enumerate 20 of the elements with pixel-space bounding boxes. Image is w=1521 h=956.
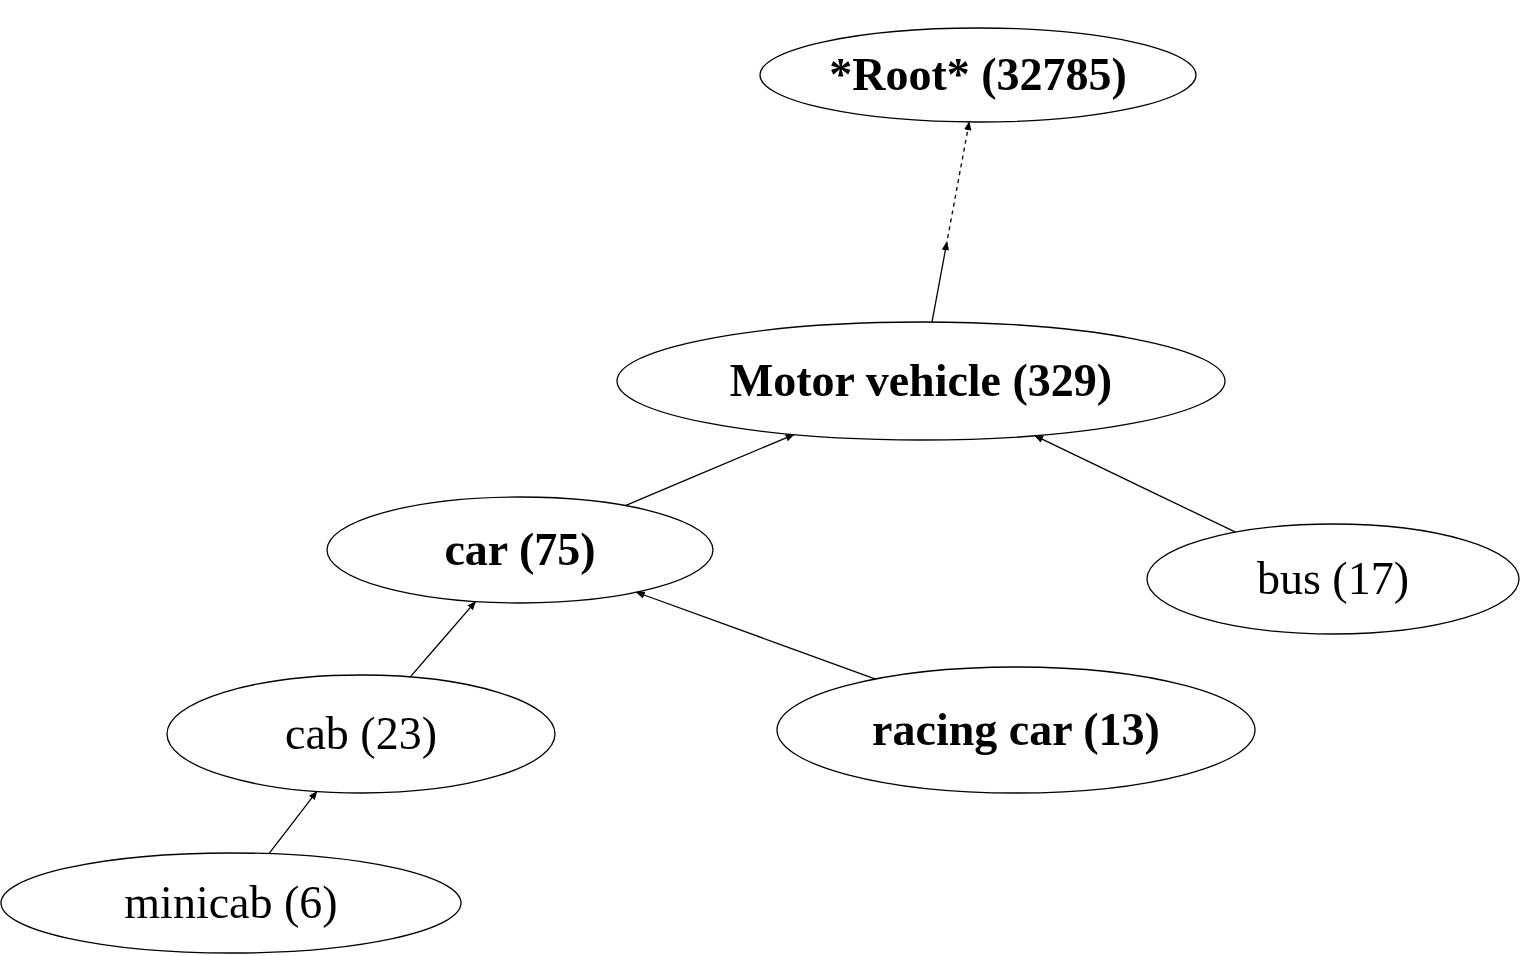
node-label: cab (23)	[285, 711, 437, 757]
arrow	[931, 121, 972, 323]
node-ellipse	[0, 852, 462, 954]
arrow	[268, 790, 318, 855]
arrow	[409, 600, 477, 678]
arrow	[635, 591, 877, 680]
node-ellipse	[326, 496, 714, 604]
node-ellipse	[616, 321, 1226, 441]
node-ellipse	[776, 666, 1256, 794]
arrow	[1034, 435, 1237, 533]
node-label: Motor vehicle (329)	[729, 358, 1113, 404]
node-ellipse	[759, 27, 1197, 123]
node-label: car (75)	[444, 527, 596, 573]
node-label: racing car (13)	[872, 707, 1160, 753]
node-label: minicab (6)	[124, 880, 338, 926]
node-label: *Root* (32785)	[829, 52, 1127, 98]
node-ellipse	[1146, 523, 1520, 635]
node-ellipse	[166, 674, 556, 794]
node-label: bus (17)	[1256, 556, 1409, 602]
arrow	[624, 433, 795, 507]
